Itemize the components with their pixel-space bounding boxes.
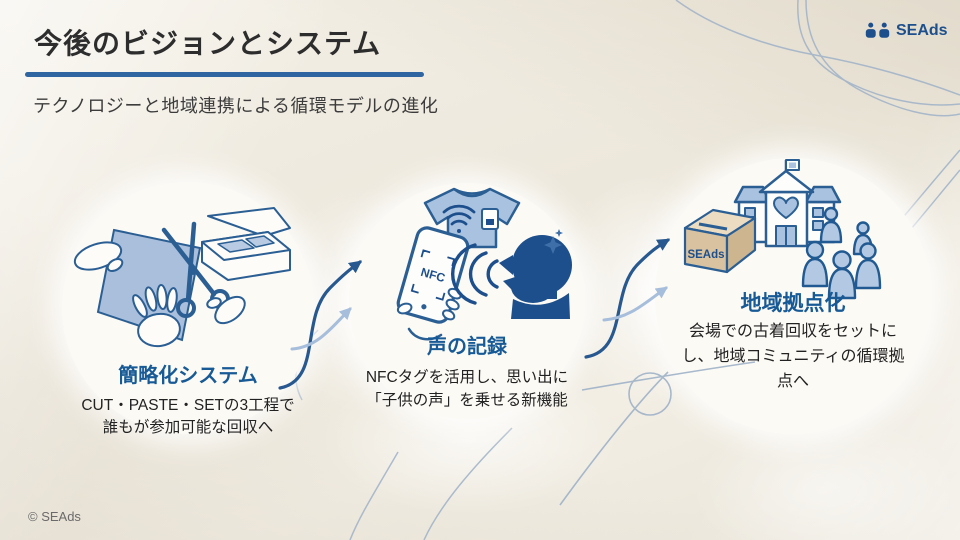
logo-text: SEAds	[896, 21, 948, 39]
subtitle: テクノロジーと地域連携による循環モデルの進化	[33, 96, 439, 116]
step-desc-line: 誰もが参加可能な回収へ	[102, 419, 274, 436]
right-hand	[206, 295, 246, 325]
nfc-phone-icon: NFC	[396, 226, 470, 324]
step-desc-line: 会場での古着回収をセットに	[688, 323, 897, 340]
step-desc-line: し、地域コミュニティの循環拠	[681, 348, 905, 365]
step-3-description: 会場での古着回収をセットに し、地域コミュニティの循環拠 点へ	[652, 319, 934, 394]
copyright: © SEAds	[28, 509, 81, 524]
logo: SEAds	[864, 21, 948, 40]
box-label: SEAds	[687, 249, 724, 261]
left-hand	[73, 241, 124, 272]
step-1-label: 簡略化システム	[118, 365, 258, 387]
title-underline	[25, 72, 424, 77]
sparkle-icon	[544, 228, 564, 254]
heart-icon	[773, 196, 799, 219]
page-title: 今後のビジョンとシステム	[34, 28, 382, 59]
child-silhouette	[499, 235, 572, 319]
open-box-icon	[201, 207, 291, 281]
collection-box-icon: SEAds	[683, 208, 757, 274]
step-2-label: 声の記録	[427, 336, 507, 358]
step-desc-line: NFCタグを活用し、思い出に	[365, 369, 569, 386]
step-3-label: 地域拠点化	[740, 292, 846, 315]
step-desc-line: CUT・PASTE・SETの3工程で	[81, 397, 295, 414]
pressing-hand	[132, 284, 181, 348]
flag-icon	[785, 159, 800, 171]
step-desc-line: 「子供の声」を乗せる新機能	[366, 392, 568, 409]
people-icon	[865, 22, 890, 38]
step-2-description: NFCタグを活用し、思い出に 「子供の声」を乗せる新機能	[337, 366, 597, 412]
step-1-description: CUT・PASTE・SETの3工程で 誰もが参加可能な回収へ	[38, 395, 338, 439]
step-desc-line: 点へ	[776, 373, 809, 390]
